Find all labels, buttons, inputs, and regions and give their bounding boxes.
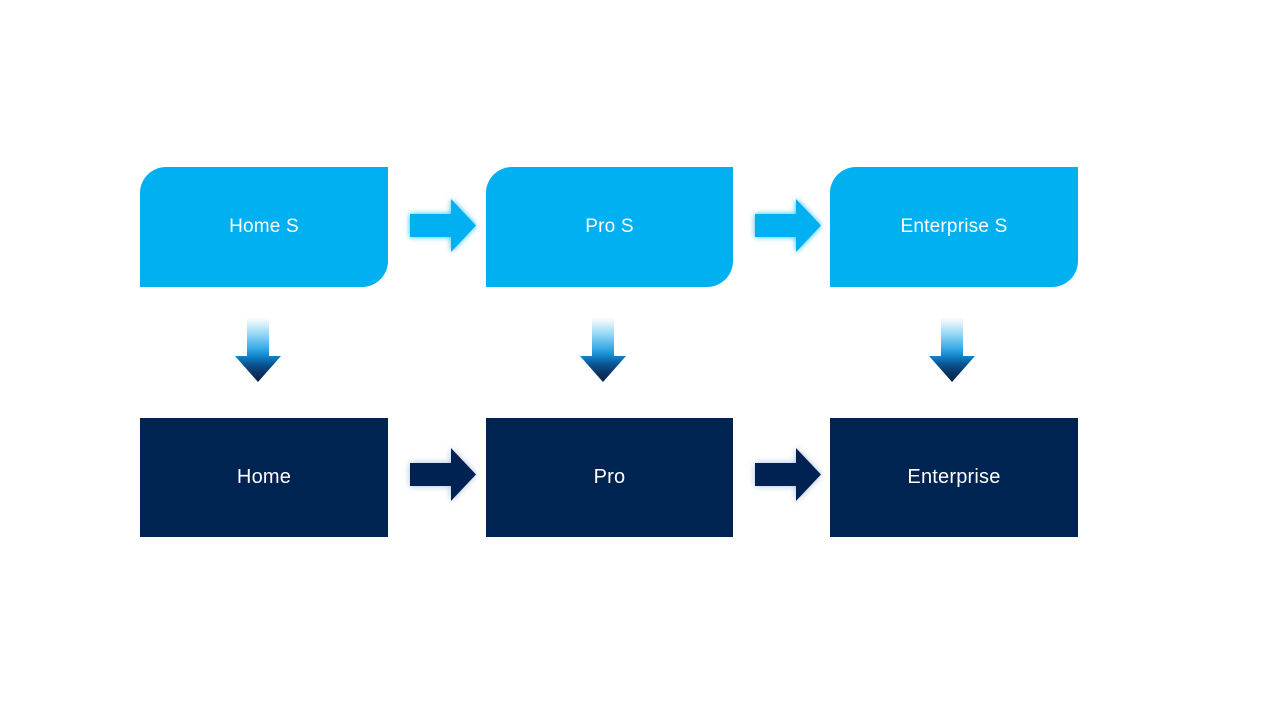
down-arrow-icon-pro-s-to-pro — [580, 316, 626, 383]
right-arrow-icon-pro-s-to-enterprise-s — [745, 194, 831, 267]
node-pro-s-label: Pro S — [585, 216, 634, 237]
node-pro-label: Pro — [593, 466, 626, 488]
right-arrow-icon-home-to-pro — [400, 443, 486, 516]
node-home-label: Home — [236, 466, 292, 488]
right-arrow-icon-home-s-to-pro-s — [400, 194, 486, 267]
node-enterprise-s-label: Enterprise S — [900, 216, 1008, 237]
node-pro-s: Pro S — [486, 167, 733, 287]
right-arrow-icon-pro-to-enterprise — [745, 443, 831, 516]
node-enterprise: Enterprise — [830, 418, 1078, 537]
node-pro: Pro — [486, 418, 733, 537]
node-home: Home — [140, 418, 388, 537]
node-home-s-label: Home S — [229, 216, 299, 237]
node-enterprise-s: Enterprise S — [830, 167, 1078, 287]
down-arrow-icon-enterprise-s-to-enterprise — [929, 316, 975, 383]
node-home-s: Home S — [140, 167, 388, 287]
down-arrow-icon-home-s-to-home — [235, 316, 281, 383]
node-enterprise-label: Enterprise — [907, 466, 1001, 488]
